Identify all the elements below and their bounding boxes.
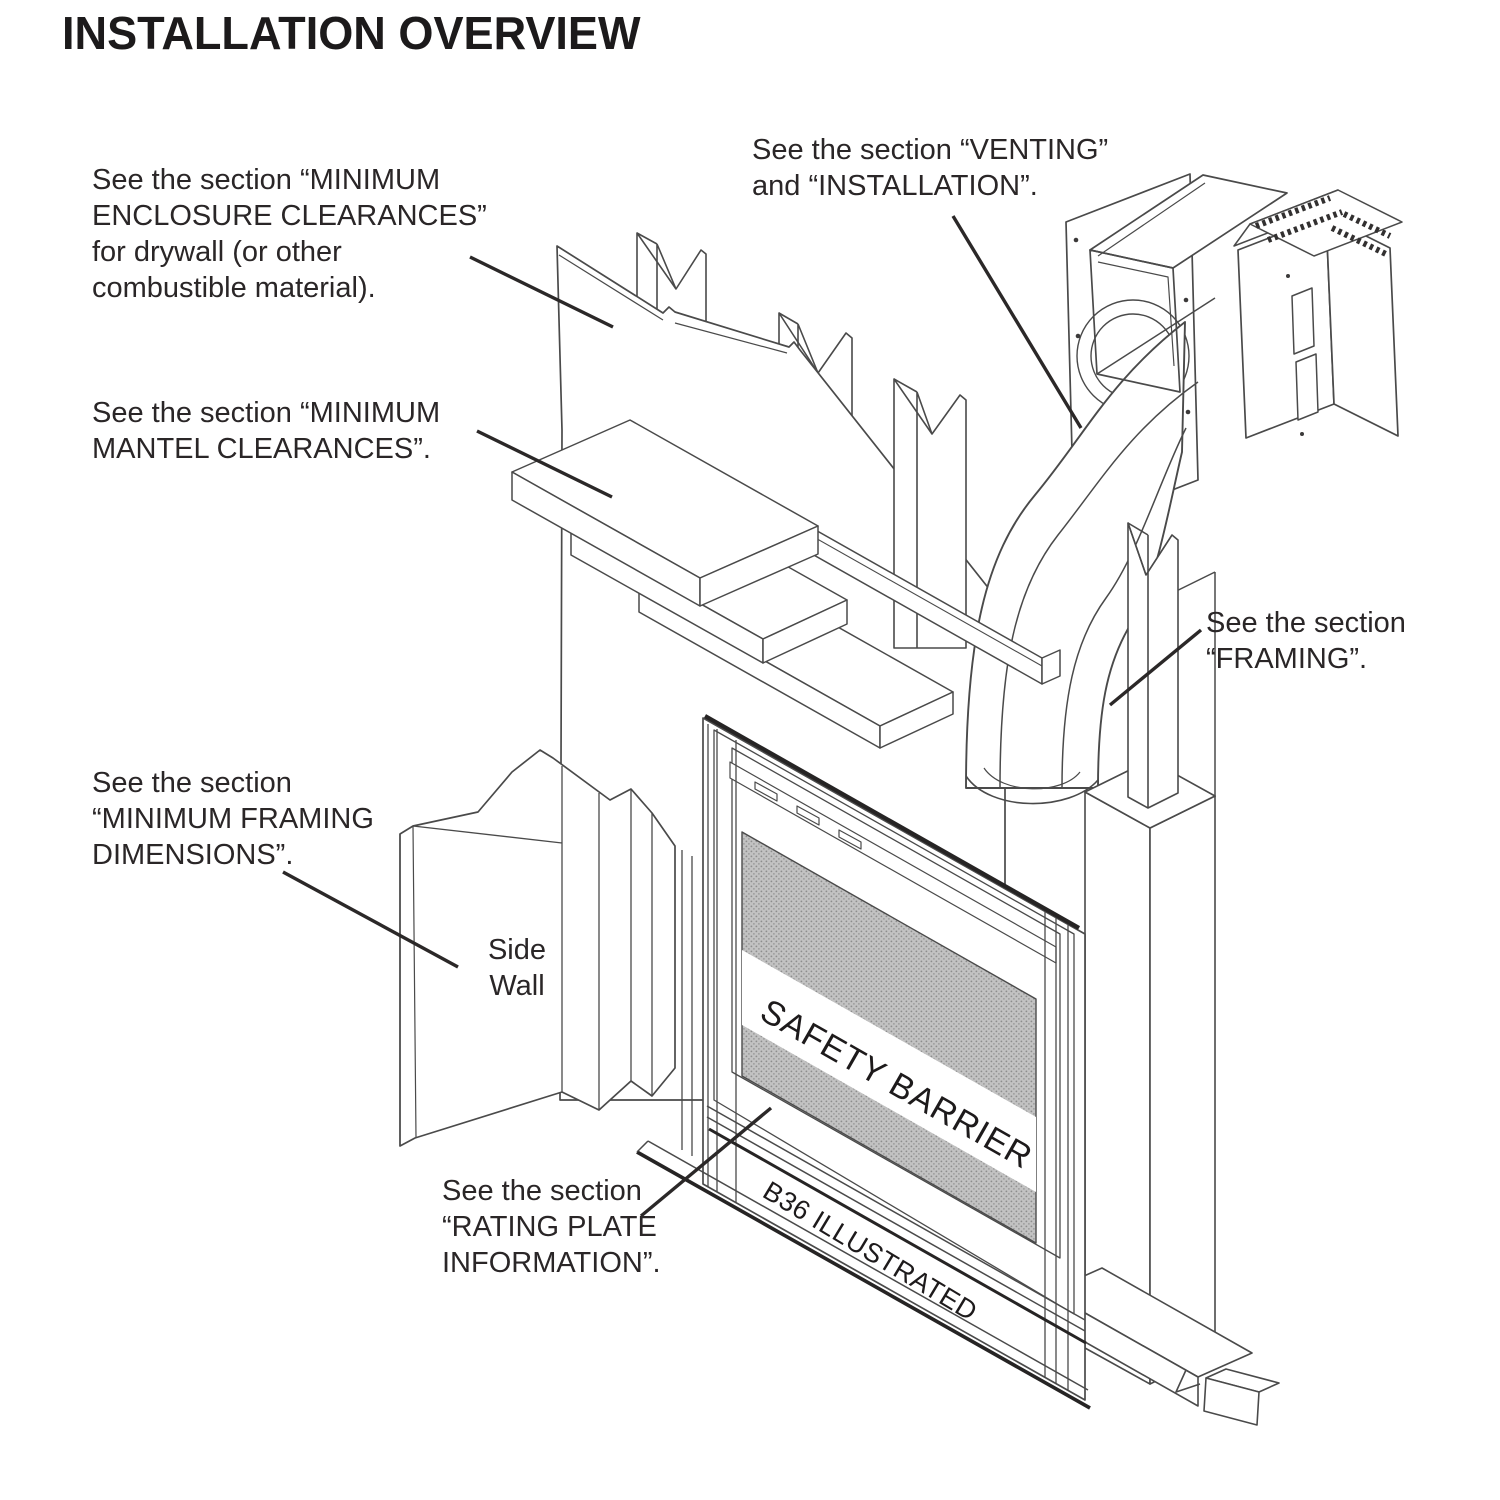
safety-barrier-band — [742, 950, 1036, 1192]
leader-mantel — [476, 429, 613, 499]
leader-lines — [282, 215, 1203, 1218]
vent-duct — [1089, 174, 1288, 393]
page-title: INSTALLATION OVERVIEW — [62, 7, 641, 59]
leader-venting — [951, 215, 1083, 429]
leader-min-framing — [282, 870, 459, 969]
callout-rating-plate: See the section “RATING PLATE INFORMATIO… — [442, 1175, 661, 1279]
side-wall-label: Side Wall — [487, 934, 547, 1002]
callout-enclosure-clearances: See the section “MINIMUM ENCLOSURE CLEAR… — [92, 164, 487, 304]
cap-screws — [1286, 274, 1304, 436]
framing-stud-tall-left — [893, 378, 967, 649]
leader-framing — [1108, 628, 1203, 707]
framing-stud-tall-right — [1127, 522, 1179, 809]
frame-columns — [707, 724, 1069, 1390]
mantel-shelf — [511, 419, 1061, 749]
termination-cap — [1233, 189, 1403, 439]
cap-side-slots — [1291, 287, 1319, 421]
mantel-board-top — [511, 419, 819, 607]
leader-rating-plate — [639, 1106, 773, 1218]
fireplace-unit: SAFETY BARRIER B36 ILLUSTRATED — [636, 714, 1091, 1410]
frame-top-heavy-edge — [703, 714, 1081, 930]
callout-framing: See the section “FRAMING”. — [1206, 607, 1406, 675]
wall-return-lines — [681, 850, 693, 1156]
side-wall-panel — [399, 749, 676, 1147]
callout-min-framing-dimensions: See the section “MINIMUM FRAMING DIMENSI… — [92, 767, 374, 871]
leader-enclosure — [469, 255, 614, 329]
louver-slots — [1254, 195, 1392, 257]
callout-venting-installation: See the section “VENTING” and “INSTALLAT… — [752, 134, 1109, 202]
callout-mantel-clearances: See the section “MINIMUM MANTEL CLEARANC… — [92, 397, 441, 465]
bottom-rails — [636, 1105, 1091, 1410]
